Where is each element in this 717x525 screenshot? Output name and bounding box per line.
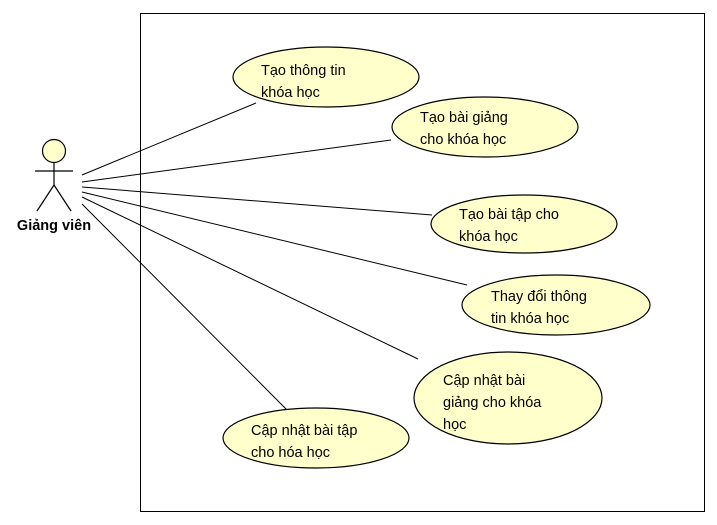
use-case-tao-bai-tap[interactable]: Tạo bài tập cho khóa học — [430, 194, 618, 254]
use-case-label: Tạo thông tin khóa học — [261, 63, 350, 101]
use-case-tao-thong-tin[interactable]: Tạo thông tin khóa học — [232, 46, 420, 108]
association-line — [81, 191, 468, 286]
association-line — [81, 102, 257, 176]
use-case-label: Tạo bài giảng cho khóa học — [420, 110, 512, 148]
use-case-tao-bai-giang[interactable]: Tạo bài giảng cho khóa học — [391, 96, 579, 158]
use-case-cap-nhat-bai-tap[interactable]: Cập nhật bài tập cho hóa học — [222, 407, 410, 469]
association-line — [81, 186, 433, 216]
association-line — [81, 139, 392, 183]
use-case-label: Cập nhật bài tập cho hóa học — [251, 423, 361, 461]
stick-figure-icon — [35, 138, 73, 212]
association-line — [81, 196, 419, 360]
actor-label: Giảng viên — [17, 218, 91, 234]
use-case-thay-doi-thong-tin[interactable]: Thay đổi thông tin khóa học — [461, 274, 651, 336]
use-case-label: Cập nhật bài giảng cho khóa học — [443, 373, 545, 433]
use-case-label: Tạo bài tập cho khóa học — [459, 207, 563, 245]
association-line — [81, 203, 290, 413]
associations — [81, 102, 468, 413]
use-case-cap-nhat-bai-giang[interactable]: Cập nhật bài giảng cho khóa học — [413, 351, 603, 445]
use-case-label: Thay đổi thông tin khóa học — [491, 289, 591, 327]
